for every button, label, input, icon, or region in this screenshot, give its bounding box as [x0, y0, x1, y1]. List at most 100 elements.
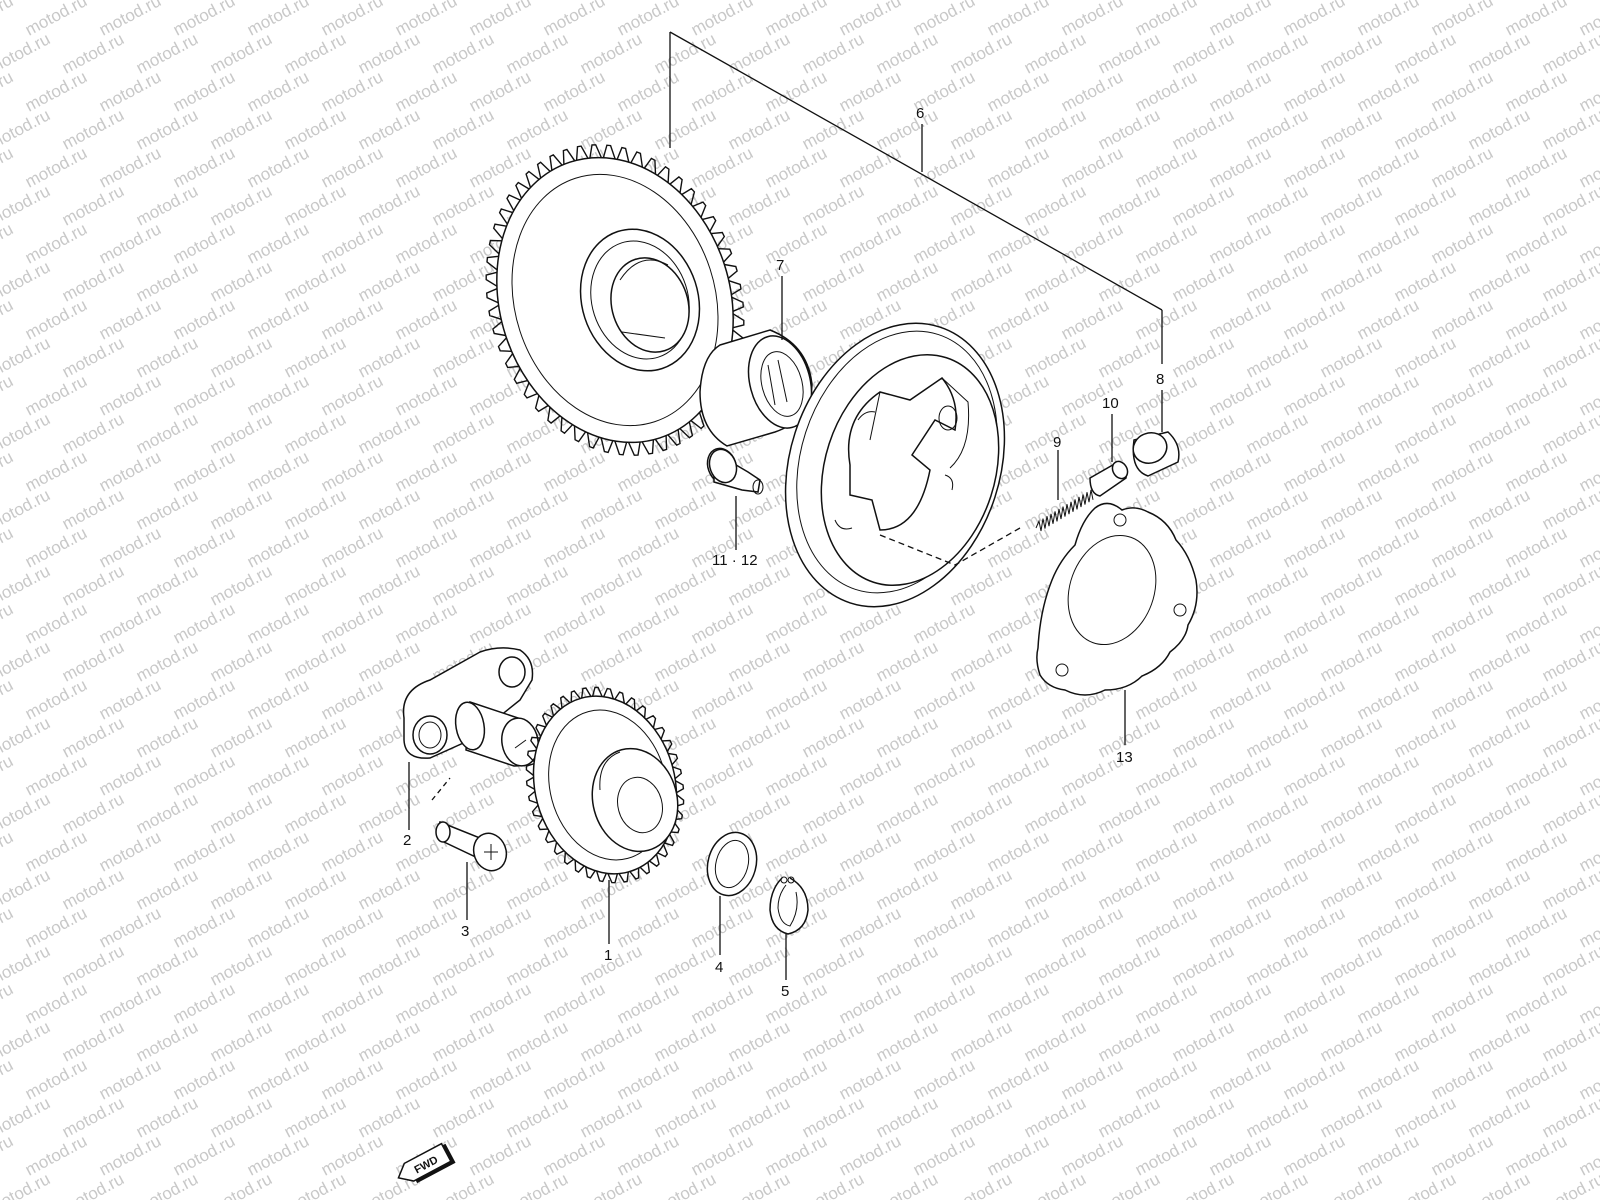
watermark-text: motod.ru — [1243, 789, 1311, 837]
watermark-text: motod.ru — [59, 1169, 127, 1200]
watermark-text: motod.ru — [1317, 789, 1385, 837]
watermark-text: motod.ru — [22, 0, 90, 40]
watermark-text: motod.ru — [1132, 295, 1200, 343]
watermark-text: motod.ru — [1132, 827, 1200, 875]
watermark-text: motod.ru — [725, 1169, 793, 1200]
watermark-text: motod.ru — [1465, 105, 1533, 153]
watermark-text: motod.ru — [947, 181, 1015, 229]
watermark-text: motod.ru — [133, 485, 201, 533]
watermark-text: motod.ru — [1391, 1093, 1459, 1141]
watermark-text: motod.ru — [96, 1055, 164, 1103]
watermark-text: motod.ru — [244, 0, 312, 40]
watermark-text: motod.ru — [1391, 865, 1459, 913]
watermark-text: motod.ru — [1280, 1055, 1348, 1103]
watermark-text: motod.ru — [1354, 523, 1422, 571]
callout-10: 10 — [1102, 395, 1119, 412]
watermark-text: motod.ru — [1243, 1017, 1311, 1065]
watermark-text: motod.ru — [1539, 333, 1600, 381]
watermark-text: motod.ru — [1169, 29, 1237, 77]
watermark-text: motod.ru — [318, 1131, 386, 1179]
watermark-text: motod.ru — [96, 447, 164, 495]
watermark-text: motod.ru — [1502, 295, 1570, 343]
watermark-text: motod.ru — [1539, 29, 1600, 77]
watermark-text: motod.ru — [947, 257, 1015, 305]
watermark-text: motod.ru — [96, 903, 164, 951]
watermark-text: motod.ru — [429, 1169, 497, 1200]
watermark-text: motod.ru — [984, 219, 1052, 267]
watermark-text: motod.ru — [1428, 295, 1496, 343]
watermark-text: motod.ru — [1058, 67, 1126, 115]
watermark-text: motod.ru — [651, 105, 719, 153]
watermark-text: motod.ru — [1132, 371, 1200, 419]
watermark-text: motod.ru — [1502, 143, 1570, 191]
callout-13: 13 — [1116, 749, 1133, 766]
watermark-text: motod.ru — [318, 675, 386, 723]
watermark-text: motod.ru — [1354, 1131, 1422, 1179]
watermark-text: motod.ru — [725, 29, 793, 77]
watermark-text: motod.ru — [207, 257, 275, 305]
watermark-text: motod.ru — [503, 1169, 571, 1200]
watermark-text: motod.ru — [1465, 29, 1533, 77]
watermark-text: motod.ru — [1465, 181, 1533, 229]
watermark-text: motod.ru — [1206, 1131, 1274, 1179]
watermark-text: motod.ru — [910, 1131, 978, 1179]
watermark-text: motod.ru — [688, 599, 756, 647]
watermark-text: motod.ru — [22, 903, 90, 951]
watermark-text: motod.ru — [133, 257, 201, 305]
watermark-text: motod.ru — [1021, 713, 1089, 761]
watermark-text: motod.ru — [355, 485, 423, 533]
watermark-text: motod.ru — [1132, 903, 1200, 951]
watermark-text: motod.ru — [0, 979, 16, 1027]
watermark-text: motod.ru — [429, 865, 497, 913]
watermark-text: motod.ru — [0, 0, 16, 40]
watermark-text: motod.ru — [392, 371, 460, 419]
watermark-text: motod.ru — [1391, 561, 1459, 609]
watermark-text: motod.ru — [984, 827, 1052, 875]
watermark-text: motod.ru — [0, 371, 16, 419]
watermark-text: motod.ru — [873, 789, 941, 837]
watermark-text: motod.ru — [984, 295, 1052, 343]
watermark-text: motod.ru — [725, 105, 793, 153]
watermark-text: motod.ru — [1280, 827, 1348, 875]
watermark-text: motod.ru — [1465, 409, 1533, 457]
watermark-text: motod.ru — [466, 523, 534, 571]
watermark-text: motod.ru — [0, 1169, 53, 1200]
watermark-text: motod.ru — [725, 713, 793, 761]
callout-11-12: 11 · 12 — [712, 552, 758, 569]
watermark-text: motod.ru — [836, 979, 904, 1027]
watermark-text: motod.ru — [1391, 1169, 1459, 1200]
watermark-text: motod.ru — [540, 979, 608, 1027]
watermark-text: motod.ru — [170, 447, 238, 495]
watermark-text: motod.ru — [1539, 105, 1600, 153]
watermark-text: motod.ru — [355, 561, 423, 609]
watermark-text: motod.ru — [0, 903, 16, 951]
watermark-text: motod.ru — [762, 219, 830, 267]
watermark-text: motod.ru — [1058, 219, 1126, 267]
watermark-text: motod.ru — [207, 333, 275, 381]
watermark-text: motod.ru — [799, 1093, 867, 1141]
watermark-text: motod.ru — [688, 1131, 756, 1179]
watermark-text: motod.ru — [836, 67, 904, 115]
watermark-text: motod.ru — [96, 599, 164, 647]
watermark-text: motod.ru — [170, 903, 238, 951]
watermark-text: motod.ru — [318, 1055, 386, 1103]
watermark-text: motod.ru — [873, 1093, 941, 1141]
leader-lines — [408, 31, 1163, 980]
watermark-text: motod.ru — [1280, 295, 1348, 343]
watermark-text: motod.ru — [1169, 1017, 1237, 1065]
watermark-text: motod.ru — [207, 29, 275, 77]
watermark-text: motod.ru — [1095, 865, 1163, 913]
watermark-text: motod.ru — [836, 0, 904, 40]
watermark-text: motod.ru — [1465, 789, 1533, 837]
watermark-text: motod.ru — [244, 143, 312, 191]
watermark-text: motod.ru — [1391, 485, 1459, 533]
watermark-text: motod.ru — [355, 789, 423, 837]
watermark-text: motod.ru — [762, 1131, 830, 1179]
watermark-text: motod.ru — [207, 1017, 275, 1065]
watermark-text: motod.ru — [873, 637, 941, 685]
watermark-text: motod.ru — [1317, 485, 1385, 533]
watermark-text: motod.ru — [133, 865, 201, 913]
watermark-text: motod.ru — [799, 181, 867, 229]
watermark-text: motod.ru — [873, 1169, 941, 1200]
